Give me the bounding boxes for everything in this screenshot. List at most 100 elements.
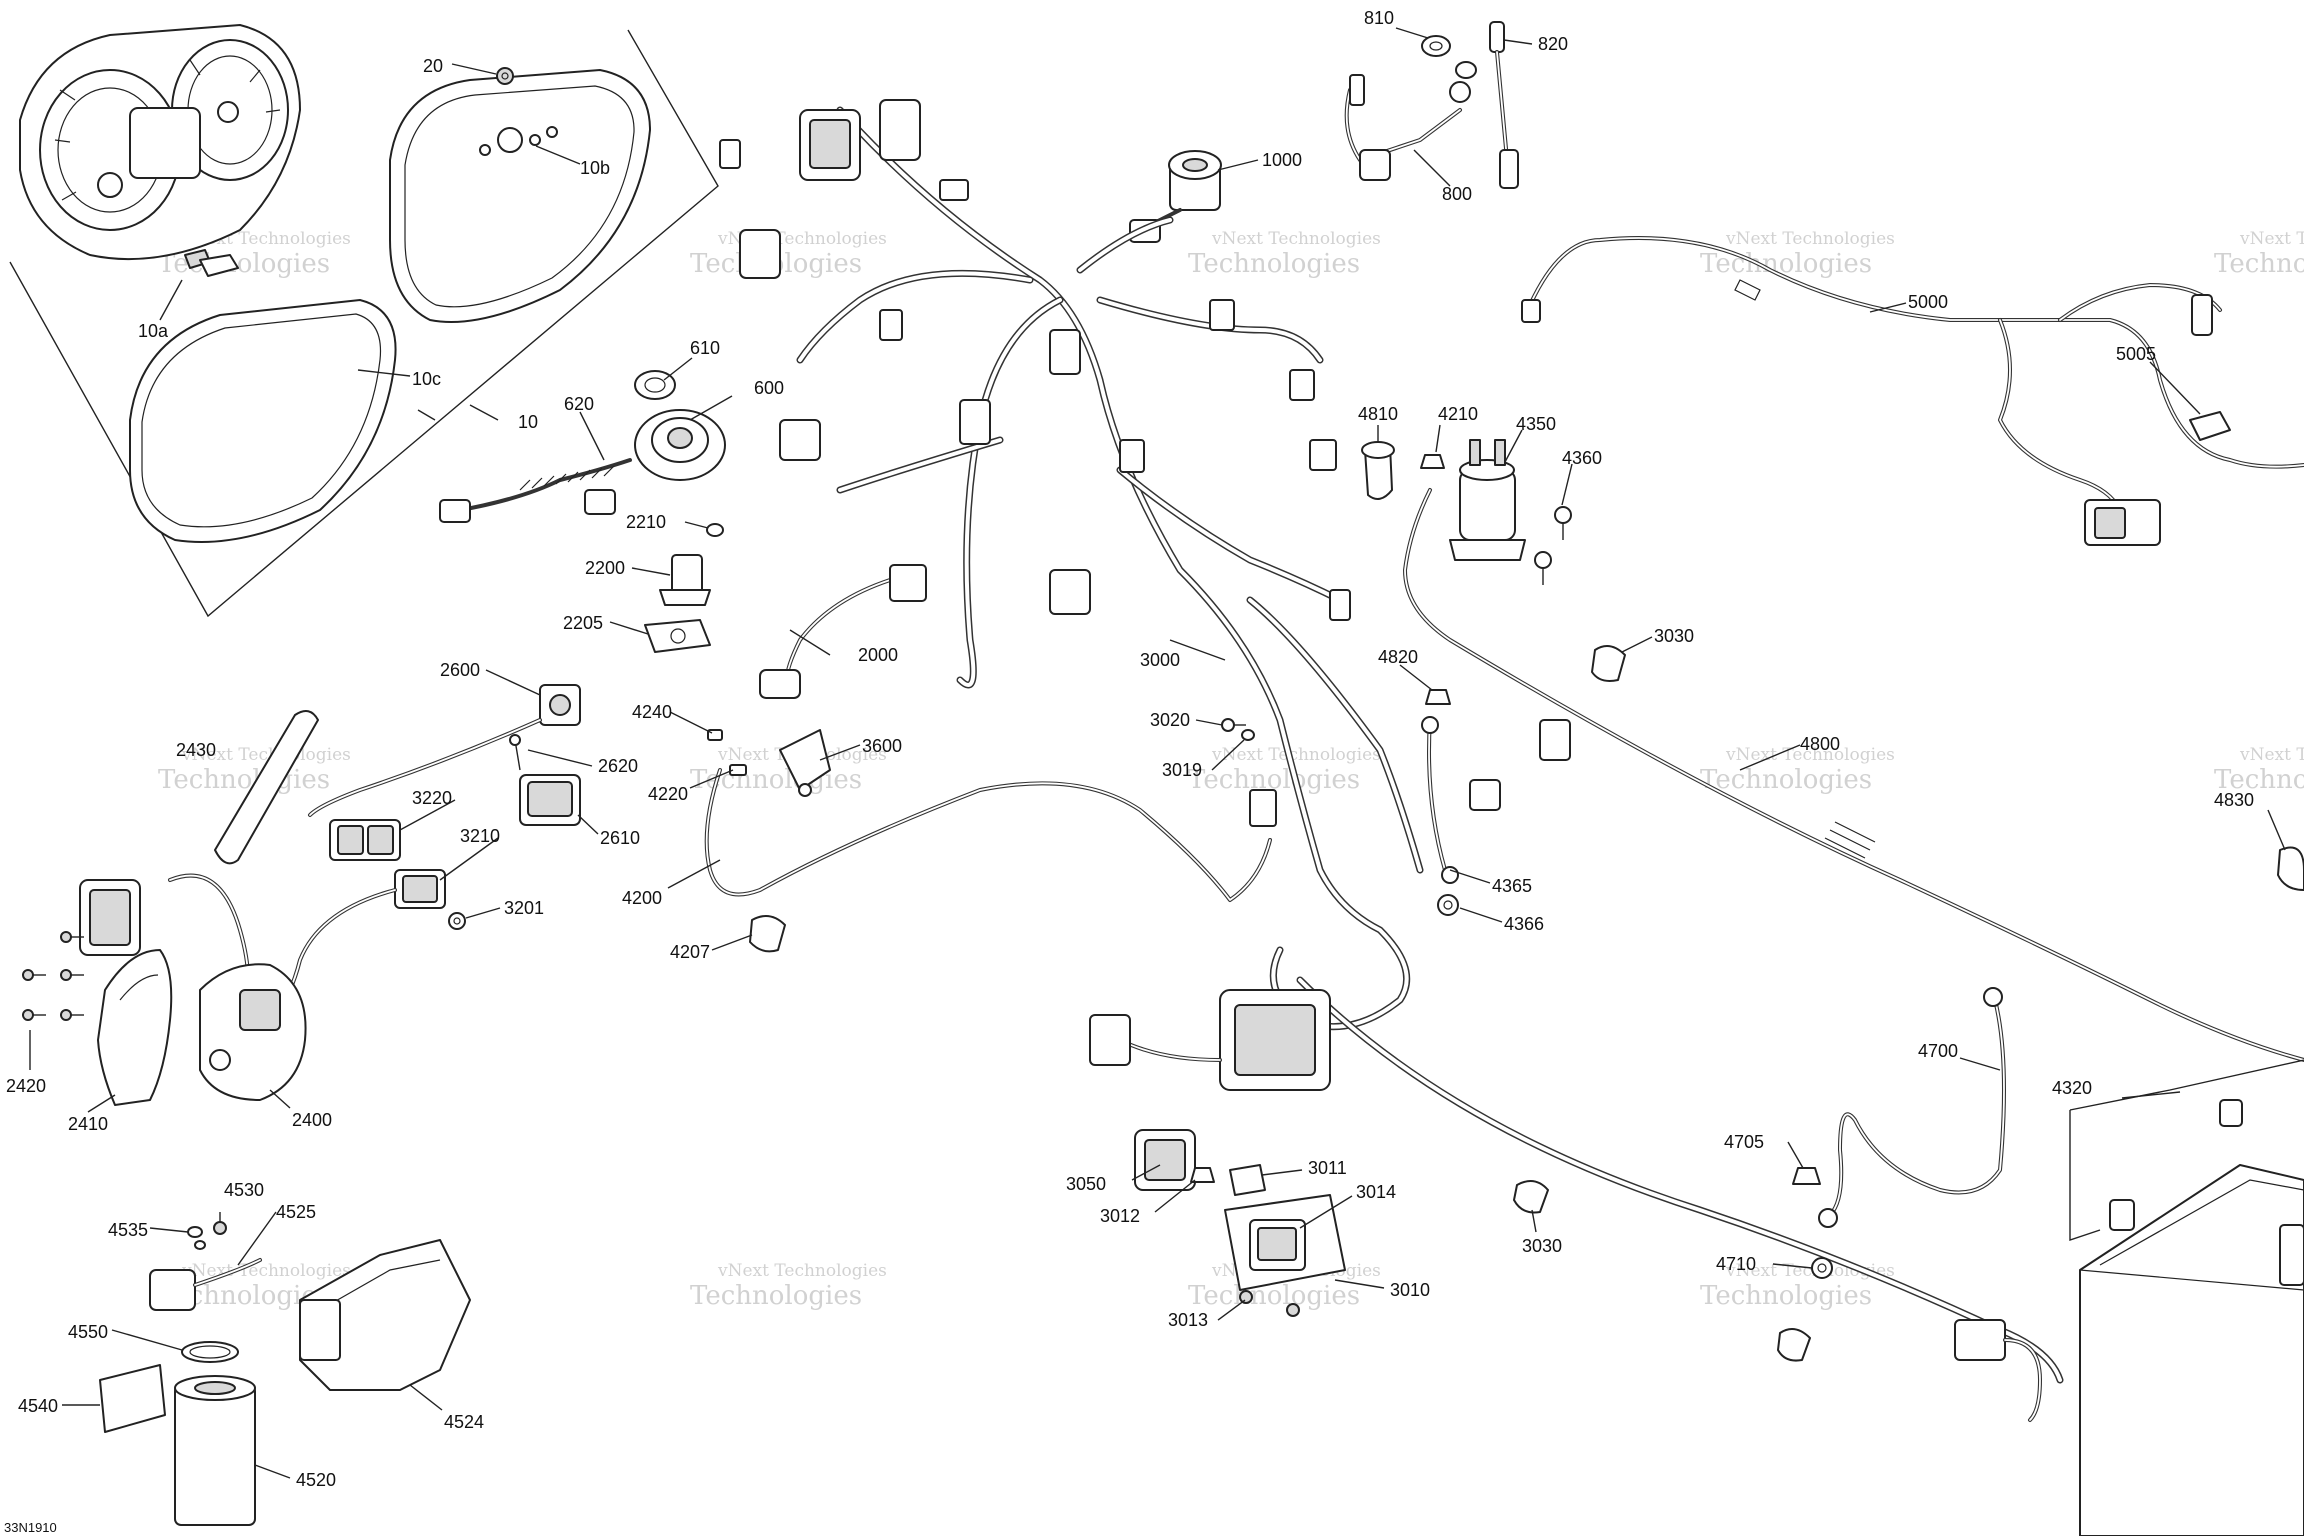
watermark-line1: vNext Technologies	[2239, 745, 2304, 765]
part-label-4220: 4220	[648, 784, 688, 804]
part-label-4550: 4550	[68, 1322, 108, 1342]
part-label-3011: 3011	[1308, 1158, 1347, 1178]
bezel-10b	[389, 69, 651, 323]
part-label-3600: 3600	[862, 736, 902, 756]
switch-2600	[308, 684, 581, 817]
connector-3220	[329, 819, 401, 861]
watermark: vNext Technologies Technologies	[1700, 229, 1895, 279]
part-label-810: 810	[1364, 8, 1394, 28]
relay-2610	[519, 774, 581, 826]
part-label-5000: 5000	[1908, 292, 1948, 312]
part-label-4366: 4366	[1504, 914, 1544, 934]
sensor-800	[1344, 74, 1471, 181]
watermark: vNext Technologies Technologies	[1700, 745, 1895, 795]
watermark-line2: Technologies	[1188, 1281, 1360, 1311]
sensor-2000	[759, 564, 927, 699]
part-label-600: 600	[754, 378, 784, 398]
cable-4700	[1818, 987, 2006, 1228]
part-label-4200: 4200	[622, 888, 662, 908]
coil-cord-620	[439, 458, 632, 523]
part-label-2210: 2210	[626, 512, 666, 532]
screws-2420	[22, 931, 84, 1021]
watermark-line2: Technologies	[2214, 765, 2304, 795]
lockwasher-4710	[1811, 1257, 1833, 1279]
diagram-code: 33N1910	[4, 1520, 57, 1535]
part-label-4700: 4700	[1918, 1041, 1958, 1061]
nut-610	[634, 370, 676, 400]
grommet-810	[1421, 35, 1477, 79]
part-label-3014: 3014	[1356, 1182, 1396, 1202]
battery-cable-4800	[1403, 488, 2304, 1062]
part-label-3030-lower: 3030	[1522, 1236, 1562, 1256]
part-label-2430: 2430	[176, 740, 216, 760]
clamp-4550	[181, 1341, 239, 1363]
part-label-620: 620	[564, 394, 594, 414]
connector-3210	[394, 869, 446, 909]
washer-2210	[706, 523, 724, 537]
part-label-3019: 3019	[1162, 760, 1202, 780]
bracket-4524	[299, 1239, 471, 1391]
connector-3600	[779, 729, 831, 797]
fastener-4220	[729, 764, 747, 776]
part-label-10: 10	[518, 412, 538, 432]
screw-3013	[1239, 1290, 1300, 1317]
watermark: vNext Technologies Technologies	[1188, 745, 1381, 795]
part-label-4540: 4540	[18, 1396, 58, 1416]
watermark-line2: Technologies	[158, 765, 330, 795]
clip-3030-lower	[1513, 1180, 1549, 1214]
watermark-line1: vNext Technologies	[717, 1261, 887, 1281]
part-label-3000: 3000	[1140, 650, 1180, 670]
switch-600	[634, 409, 726, 481]
part-label-4705: 4705	[1724, 1132, 1764, 1152]
watermark-line1: vNext Technologies	[2239, 229, 2304, 249]
watermark: vNext Technologies Technologies	[1188, 229, 1381, 279]
retainer-5005	[2189, 411, 2231, 441]
part-label-2410: 2410	[68, 1114, 108, 1134]
part-label-2620: 2620	[598, 756, 638, 776]
lens-10c	[129, 299, 397, 543]
part-label-4830: 4830	[2214, 790, 2254, 810]
screw-3201	[448, 912, 466, 930]
part-label-4530: 4530	[224, 1180, 264, 1200]
part-label-4520: 4520	[296, 1470, 336, 1490]
gauge-cluster-10a	[19, 24, 301, 277]
part-label-3210: 3210	[460, 826, 500, 846]
filter-4520	[174, 1375, 256, 1526]
screw-20	[496, 67, 514, 85]
boot-4810	[1361, 441, 1395, 500]
part-label-2200: 2200	[585, 558, 625, 578]
watermark-line1: vNext Technologies	[1725, 745, 1895, 765]
nut-4820	[1425, 689, 1451, 705]
watermark: vNext Technologies Technologies	[2214, 229, 2304, 279]
part-label-820: 820	[1538, 34, 1568, 54]
part-labels: 20 10b 10c 10 10a 810 820 800 1000 620 6…	[4, 8, 2254, 1535]
part-label-2205: 2205	[563, 613, 603, 633]
part-label-3010: 3010	[1390, 1280, 1430, 1300]
watermark-line2: Technologies	[1188, 249, 1360, 279]
watermark-line2: Technologies	[1700, 1281, 1872, 1311]
bolt-3020	[1221, 718, 1246, 732]
part-label-5005: 5005	[2116, 344, 2156, 364]
part-label-1000: 1000	[1262, 150, 1302, 170]
watermark-line1: vNext Technologies	[181, 745, 351, 765]
watermark-line2: Technologies	[1700, 249, 1872, 279]
part-label-20: 20	[423, 56, 443, 76]
part-label-4800: 4800	[1800, 734, 1840, 754]
part-label-4365: 4365	[1492, 876, 1532, 896]
main-harness-3000	[719, 99, 2064, 1384]
watermark: vNext Technologies Technologies	[2214, 745, 2304, 795]
harness-4200	[704, 768, 1272, 902]
sensor-820	[1489, 21, 1519, 189]
leader-lines	[29, 27, 2286, 1479]
connector-3050	[1134, 1129, 1196, 1191]
part-label-3020: 3020	[1150, 710, 1190, 730]
instrument-cluster-group	[9, 24, 719, 618]
part-label-10b: 10b	[580, 158, 610, 178]
clip-4207	[749, 915, 786, 953]
washer-3019	[1241, 729, 1255, 741]
clip-4830	[2277, 846, 2304, 891]
part-label-4360: 4360	[1562, 448, 1602, 468]
gasket-2205	[644, 619, 711, 653]
watermark-line2: Technologies	[1700, 765, 1872, 795]
